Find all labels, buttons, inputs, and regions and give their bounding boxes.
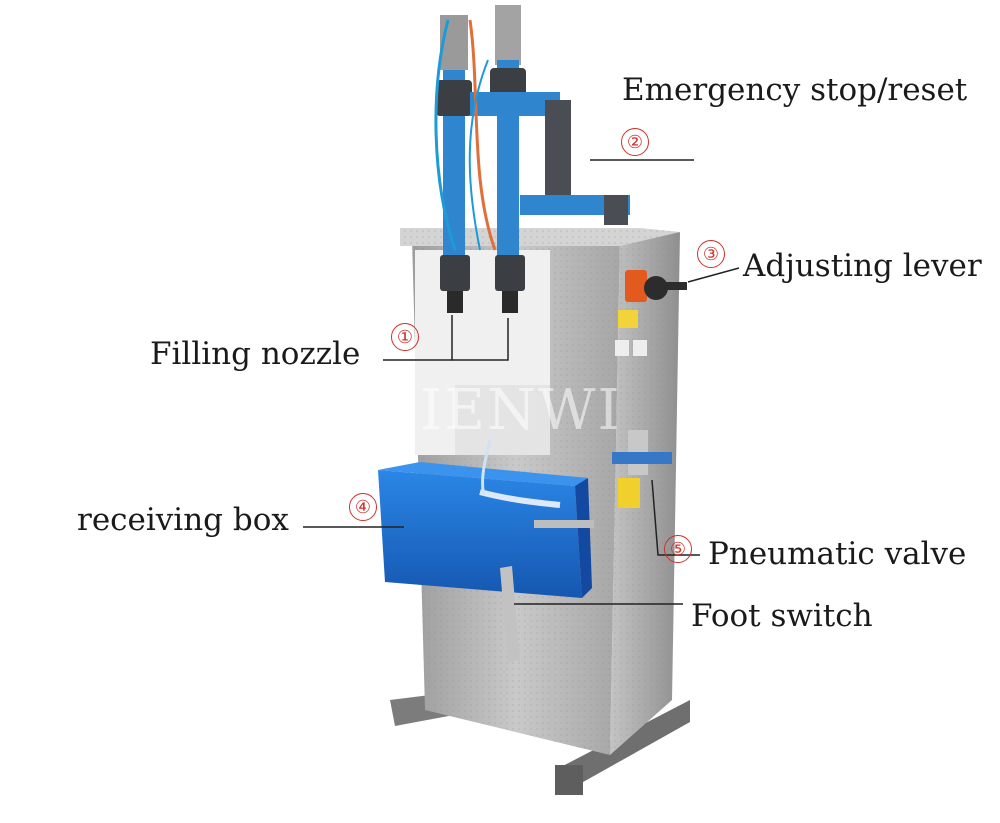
receiving-box-shape bbox=[378, 439, 592, 598]
leader-line-3 bbox=[687, 267, 740, 283]
label-filling-nozzle: Filling nozzle bbox=[150, 336, 361, 372]
callout-number-5: ⑤ bbox=[664, 535, 692, 563]
label-foot-switch: Foot switch bbox=[691, 598, 873, 634]
pipe-assembly bbox=[434, 5, 630, 313]
foot-switch-shape bbox=[500, 520, 594, 662]
label-pneumatic-valve: Pneumatic valve bbox=[708, 536, 967, 572]
label-emergency-stop: Emergency stop/reset bbox=[622, 72, 968, 108]
callout-number-1: ① bbox=[391, 323, 419, 351]
callout-number-4: ④ bbox=[349, 493, 377, 521]
label-receiving-box: receiving box bbox=[77, 502, 289, 538]
watermark-text: IENWI bbox=[420, 378, 622, 443]
callout-number-3: ③ bbox=[697, 240, 725, 268]
label-adjusting-lever: Adjusting lever bbox=[743, 248, 982, 284]
callout-number-2: ② bbox=[621, 128, 649, 156]
control-panel bbox=[612, 270, 687, 508]
leader-line-1b bbox=[452, 318, 509, 361]
